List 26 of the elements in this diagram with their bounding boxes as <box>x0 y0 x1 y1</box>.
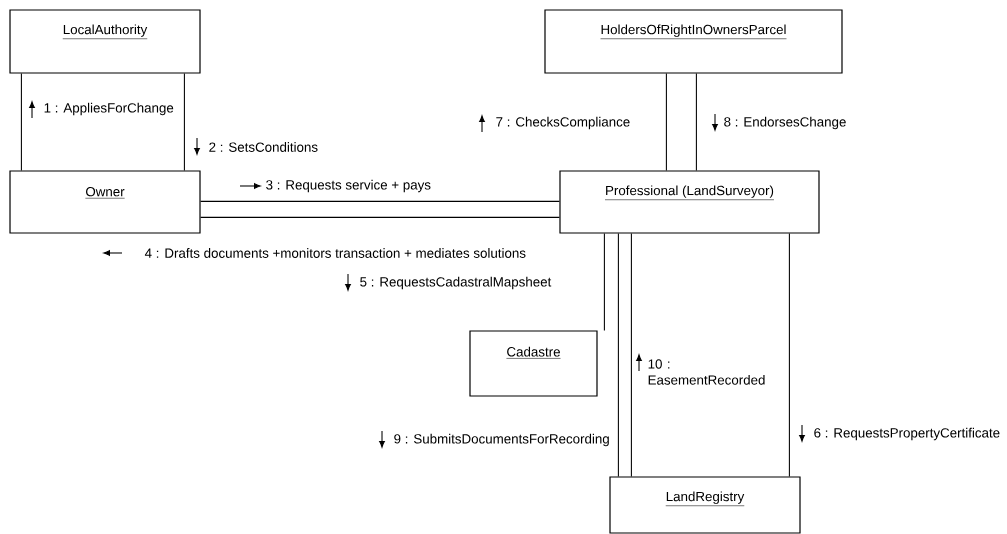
edge-label: 4 : Drafts documents +monitors transaction + mediates solutions <box>143 246 528 260</box>
object-box: Professional (LandSurveyor) <box>559 170 820 234</box>
object-box: LocalAuthority <box>9 9 201 74</box>
link-line <box>695 73 697 171</box>
link-line <box>200 216 560 218</box>
object-box: Cadastre <box>469 330 598 397</box>
object-box: Owner <box>9 170 201 234</box>
link-line <box>603 233 605 331</box>
object-box: LandRegistry <box>609 476 801 534</box>
link-line <box>630 233 632 477</box>
edge-label: 7 : ChecksCompliance <box>494 115 632 131</box>
link-line <box>183 73 185 171</box>
link-line <box>665 73 667 171</box>
edge-label: 6 : RequestsPropertyCertificate <box>812 426 1002 442</box>
edge-label: 10 : EasementRecorded <box>646 357 773 387</box>
edge-label: 5 : RequestsCadastralMapsheet <box>358 275 553 291</box>
edge-label: 1 : AppliesForChange <box>42 101 176 117</box>
edge-label: 2 : SetsConditions <box>207 140 320 154</box>
link-line <box>788 233 790 477</box>
link-line <box>200 200 560 202</box>
link-line <box>617 233 619 477</box>
link-line <box>20 73 22 171</box>
edge-label: 3 : Requests service + pays <box>264 178 433 194</box>
edge-label: 9 : SubmitsDocumentsForRecording <box>392 432 612 448</box>
object-box: HoldersOfRightInOwnersParcel <box>544 9 843 74</box>
edge-label: 8 : EndorsesChange <box>722 115 848 131</box>
